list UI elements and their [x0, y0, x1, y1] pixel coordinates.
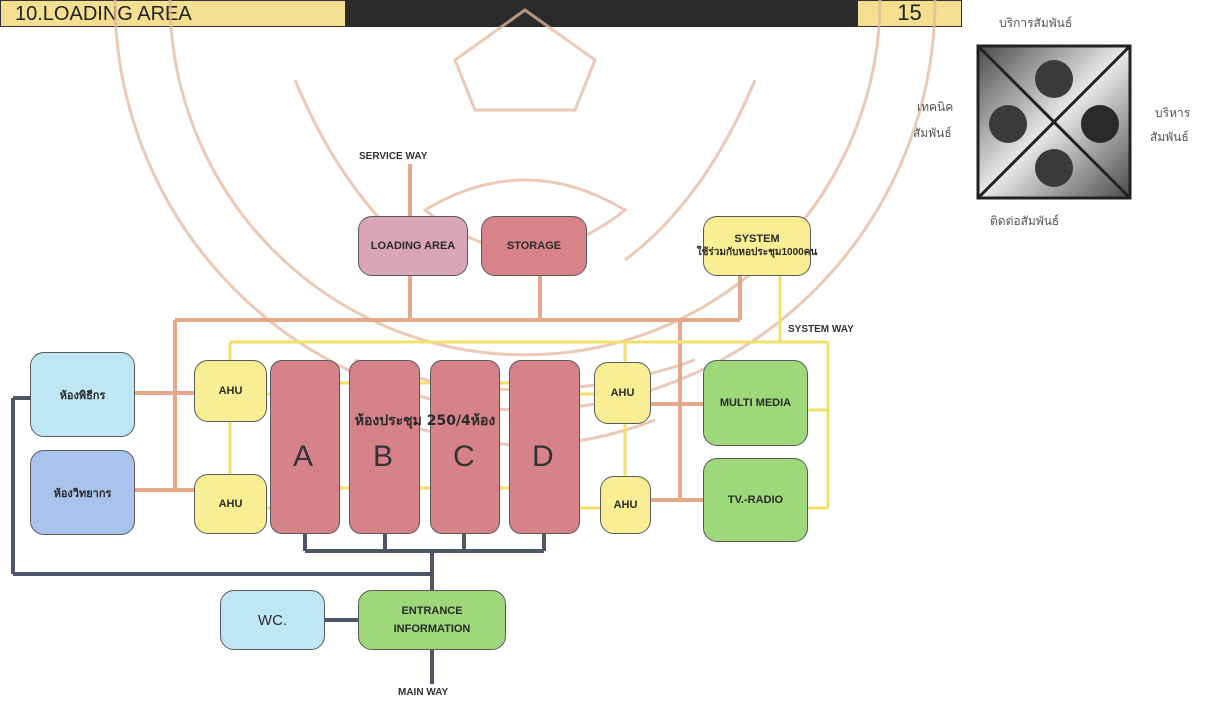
system-box-title: SYSTEM: [734, 233, 779, 245]
room-a-letter: A: [293, 440, 313, 474]
relation-left-label-2: สัมพันธ์: [913, 124, 952, 143]
relation-right-label-2: สัมพันธ์: [1150, 128, 1189, 147]
speaker-room-box: ห้องวิทยากร: [30, 450, 135, 535]
ahu-box-left-bottom: AHU: [194, 474, 267, 534]
meeting-rooms-label: ห้องประชุม 250/4ห้อง: [270, 410, 580, 432]
relation-right-label-1: บริหาร: [1155, 104, 1190, 123]
ahu-box-right-bottom: AHU: [600, 476, 651, 534]
vip-room-box: ห้องพิธีกร: [30, 352, 135, 437]
room-b-letter: B: [373, 440, 393, 474]
relations-diagram: [976, 44, 1132, 200]
system-way-label: SYSTEM WAY: [788, 324, 854, 335]
main-way-label: MAIN WAY: [398, 687, 448, 698]
relation-bottom-label: ติดต่อสัมพันธ์: [990, 212, 1059, 231]
room-d-letter: D: [532, 440, 554, 474]
ahu-box-right-top: AHU: [594, 362, 651, 424]
room-c-letter: C: [453, 440, 475, 474]
system-box-note: ใช้ร่วมกับหอประชุม1000คน: [697, 245, 818, 260]
system-box: SYSTEM ใช้ร่วมกับหอประชุม1000คน: [703, 216, 811, 276]
multi-media-box: MULTI MEDIA: [703, 360, 808, 446]
relation-top-label: บริการสัมพันธ์: [999, 14, 1072, 33]
tv-radio-box: TV.-RADIO: [703, 458, 808, 542]
relation-left-label-1: เทคนิค: [917, 98, 953, 117]
loading-area-box: LOADING AREA: [358, 216, 468, 276]
information-label: INFORMATION: [394, 623, 471, 635]
entrance-information-box: ENTRANCE INFORMATION: [358, 590, 506, 650]
storage-box: STORAGE: [481, 216, 587, 276]
service-way-label: SERVICE WAY: [359, 151, 427, 162]
wc-box: WC.: [220, 590, 325, 650]
ahu-box-left-top: AHU: [194, 360, 267, 422]
entrance-label: ENTRANCE: [401, 605, 462, 617]
